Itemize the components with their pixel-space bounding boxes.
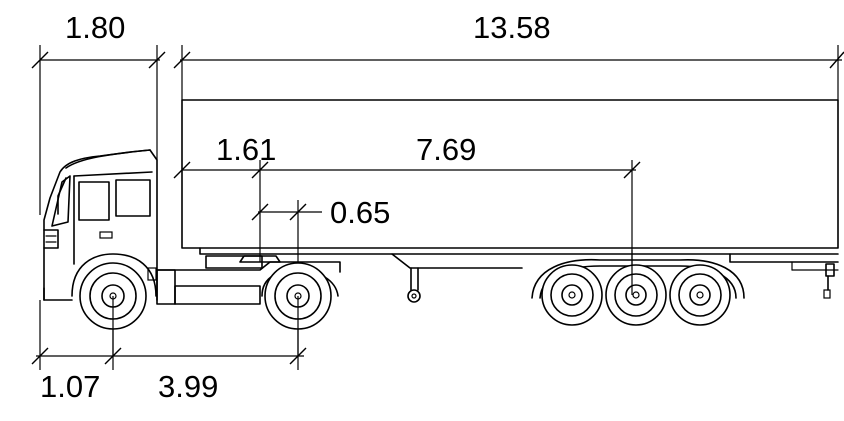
rear-bumper (823, 263, 835, 299)
trailer-wheel-3 (669, 264, 731, 326)
label-wheelbase: 3.99 (158, 369, 218, 404)
trailer-wheel-arch (531, 258, 745, 299)
dim-cab-length (31, 45, 166, 215)
dim-wheelbase (31, 296, 307, 370)
label-fifth-wheel-offset: 0.65 (330, 195, 390, 230)
tractor-cab (43, 149, 158, 301)
label-front-overhang: 1.07 (40, 369, 100, 404)
label-cab-length: 1.80 (65, 10, 125, 45)
trailer-wheel-1 (541, 264, 603, 326)
label-kingpin-to-axle: 7.69 (416, 132, 476, 167)
dim-trailer-length (173, 45, 844, 100)
trailer-body (181, 99, 839, 271)
label-trailer-length: 13.58 (473, 10, 551, 45)
landing-gear (407, 267, 421, 303)
label-kingpin-offset: 1.61 (216, 132, 276, 167)
trailer-wheel-2 (605, 264, 667, 326)
